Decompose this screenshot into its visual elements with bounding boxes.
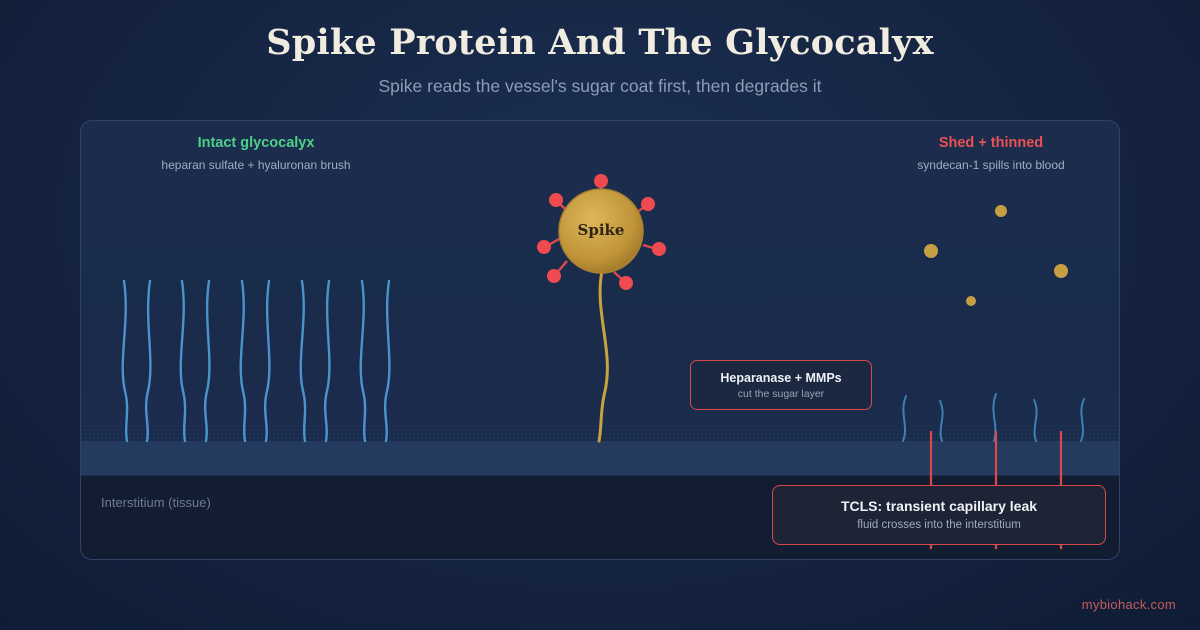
enzyme-callout-title: Heparanase + MMPs <box>720 371 842 385</box>
tcls-callout-subtitle: fluid crosses into the interstitium <box>857 519 1021 531</box>
shed-thinned-subtitle: syndecan-1 spills into blood <box>917 158 1065 172</box>
spike-label: Spike <box>577 221 625 239</box>
intact-glycocalyx-strands <box>121 279 391 443</box>
page-title: Spike Protein And The Glycocalyx <box>266 22 934 63</box>
page-subtitle: Spike reads the vessel's sugar coat firs… <box>378 76 822 96</box>
enzyme-callout: Heparanase + MMPs cut the sugar layer <box>690 360 872 410</box>
brand-watermark: mybiohack.com <box>1081 597 1176 612</box>
glycocalyx-diagram-panel: Intact glycocalyx heparan sulfate + hyal… <box>80 120 1120 560</box>
shed-glycocalyx-stubs <box>902 393 1085 442</box>
spike-tether <box>597 269 609 443</box>
tcls-callout-title: TCLS: transient capillary leak <box>840 498 1038 514</box>
endothelium-layer <box>81 441 1119 475</box>
interstitium-label: Interstitium (tissue) <box>101 495 211 510</box>
tcls-callout: TCLS: transient capillary leak fluid cro… <box>772 485 1106 545</box>
syndecan-debris-particles <box>924 205 1068 306</box>
shed-thinned-title: Shed + thinned <box>938 135 1044 151</box>
enzyme-callout-subtitle: cut the sugar layer <box>737 388 825 400</box>
intact-glycocalyx-subtitle: heparan sulfate + hyaluronan brush <box>161 158 351 172</box>
intact-glycocalyx-title: Intact glycocalyx <box>197 135 315 151</box>
spike-virion <box>537 174 666 290</box>
